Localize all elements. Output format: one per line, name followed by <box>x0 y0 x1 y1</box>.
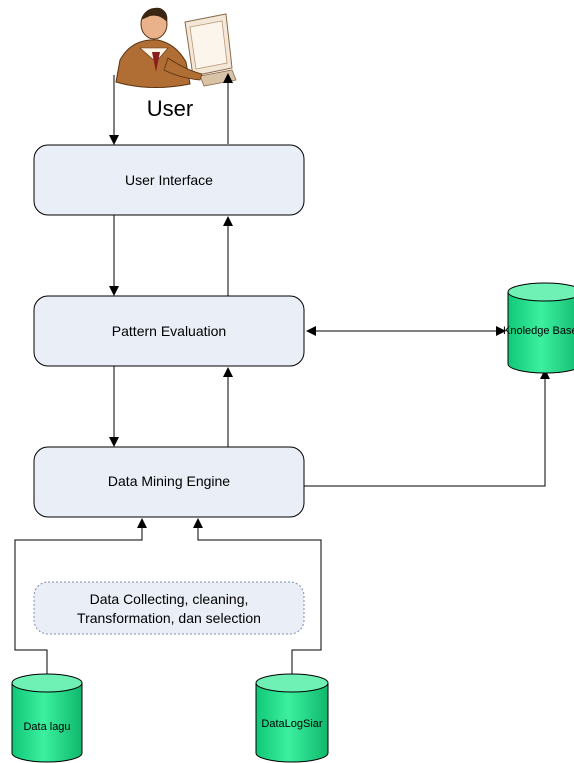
data-mining-engine-label: Data Mining Engine <box>108 473 230 489</box>
knowledge-base-label: Knoledge Base <box>503 325 574 337</box>
preprocessing-line-1: Data Collecting, cleaning, <box>90 591 249 607</box>
pattern-evaluation-box <box>33 295 305 367</box>
arrow-datalogsiar-to-engine <box>193 518 322 676</box>
preprocessing-line-2: Transformation, dan selection <box>77 610 261 626</box>
data-mining-engine-box <box>33 446 305 518</box>
user-interface-label: User Interface <box>125 172 213 188</box>
knowledge-base-cylinder <box>507 282 574 374</box>
user-interface-box <box>33 144 305 216</box>
user-label: User <box>147 96 193 121</box>
user-at-computer-icon <box>115 7 237 89</box>
preprocessing-box <box>33 581 305 635</box>
data-lagu-cylinder <box>11 673 83 763</box>
data-log-siar-cylinder <box>255 673 329 763</box>
arrow-datalagu-to-engine <box>14 518 147 676</box>
arrow-engine-to-knowledge <box>304 369 550 487</box>
data-log-siar-label: DataLogSiar <box>261 718 322 730</box>
pattern-evaluation-label: Pattern Evaluation <box>112 323 226 339</box>
data-lagu-label: Data lagu <box>23 721 70 733</box>
